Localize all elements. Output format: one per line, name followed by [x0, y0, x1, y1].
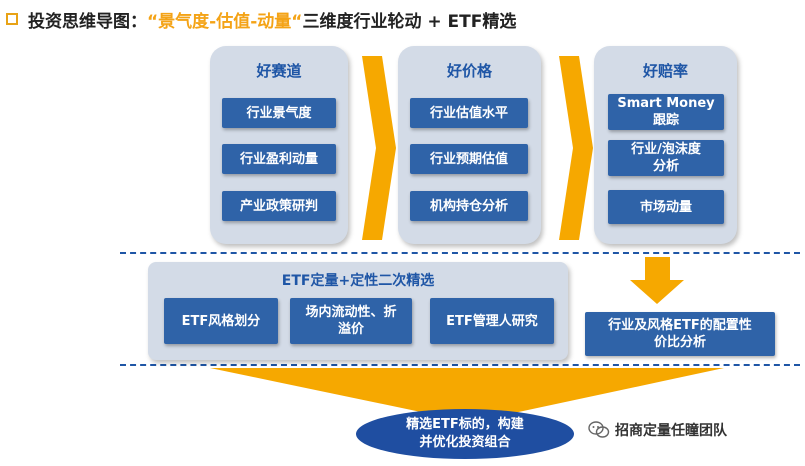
wechat-icon — [588, 421, 610, 438]
item-box: 机构持仓分析 — [410, 191, 528, 221]
title-prefix: 投资思维导图： — [28, 11, 147, 32]
item-box: 市场动量 — [608, 190, 724, 224]
panel-good-odds: 好赔率 Smart Money 跟踪 行业/泡沫度 分析 市场动量 — [594, 46, 737, 244]
panel-etf-selection: ETF定量+定性二次精选 ETF风格划分 场内流动性、折 溢价 ETF管理人研究 — [148, 262, 568, 360]
page-title: 投资思维导图： “景气度-估值-动量“ 三维度行业轮动 + ETF精选 — [6, 8, 517, 32]
config-analysis-box: 行业及风格ETF的配置性 价比分析 — [585, 312, 775, 356]
panel-title: 好赛道 — [256, 62, 302, 80]
panel-good-price: 好价格 行业估值水平 行业预期估值 机构持仓分析 — [398, 46, 541, 244]
item-box: 行业/泡沫度 分析 — [608, 140, 724, 176]
item-box: ETF管理人研究 — [430, 298, 554, 344]
panel-good-track: 好赛道 行业景气度 行业盈利动量 产业政策研判 — [210, 46, 348, 244]
funnel-arrow — [210, 368, 724, 416]
item-box: 行业估值水平 — [410, 98, 528, 128]
panel-title: ETF定量+定性二次精选 — [281, 273, 435, 289]
item-box: 行业盈利动量 — [222, 144, 336, 174]
panel-title: 好价格 — [446, 62, 492, 80]
square-bullet-icon — [6, 13, 18, 25]
arrow-right-1 — [362, 56, 396, 240]
title-highlight: “景气度-估值-动量“ — [147, 11, 303, 32]
item-box: 场内流动性、折 溢价 — [290, 298, 412, 344]
item-box: ETF风格划分 — [164, 298, 278, 344]
item-box: Smart Money 跟踪 — [608, 94, 724, 130]
arrow-right-2 — [559, 56, 593, 240]
panel-title: 好赔率 — [642, 62, 688, 80]
arrow-down — [630, 257, 684, 304]
dashed-divider-top — [120, 252, 800, 254]
title-suffix: 三维度行业轮动 + ETF精选 — [302, 11, 517, 32]
dashed-divider-bottom — [120, 364, 800, 366]
watermark: 招商定量任瞳团队 — [588, 420, 727, 440]
item-box: 产业政策研判 — [222, 191, 336, 221]
result-ellipse: 精选ETF标的，构建 并优化投资组合 — [356, 409, 574, 459]
item-box: 行业景气度 — [222, 98, 336, 128]
item-box: 行业预期估值 — [410, 144, 528, 174]
watermark-text: 招商定量任瞳团队 — [615, 423, 727, 439]
